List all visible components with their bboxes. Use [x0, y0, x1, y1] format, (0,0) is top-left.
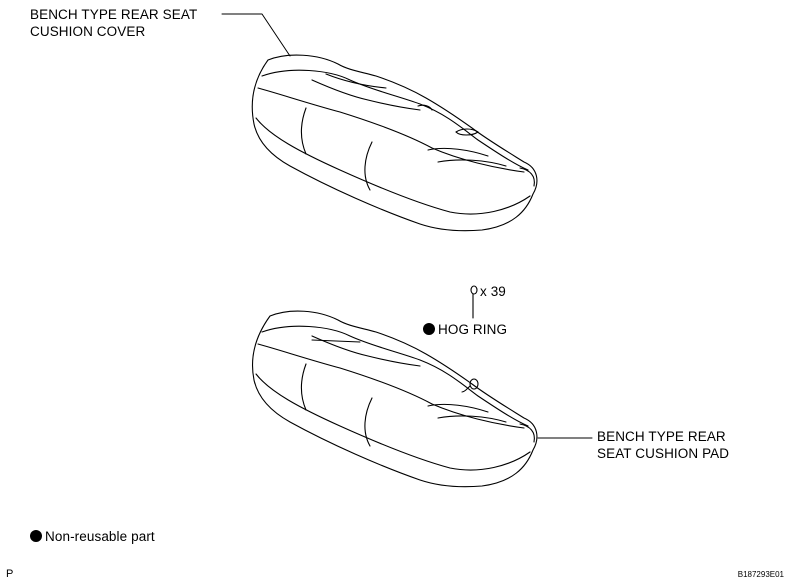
pad-label: BENCH TYPE REAR SEAT CUSHION PAD: [597, 428, 729, 462]
cover-label-line1: BENCH TYPE REAR SEAT: [30, 7, 198, 22]
non-reusable-marker-icon: [423, 323, 435, 335]
legend: Non-reusable part: [30, 528, 155, 545]
pad-label-line2: SEAT CUSHION PAD: [597, 446, 730, 461]
hog-ring-label: HOG RING: [423, 321, 507, 338]
cover-label-line2: CUSHION COVER: [30, 24, 146, 39]
pad-label-line1: BENCH TYPE REAR: [597, 429, 726, 444]
hog-ring-label-text: HOG RING: [438, 322, 508, 337]
cover-leader-line: [221, 13, 291, 57]
hog-ring-quantity: x 39: [480, 284, 506, 299]
filled-circle-icon: [30, 530, 42, 542]
seat-cushion-cover: [251, 54, 538, 232]
legend-text: Non-reusable part: [45, 529, 155, 544]
figure-code: B187293E01: [737, 570, 784, 579]
cover-label: BENCH TYPE REAR SEAT CUSHION COVER: [30, 6, 197, 40]
hog-ring-icon: [470, 285, 478, 319]
seat-cushion-pad: [252, 310, 538, 488]
footer-left-mark: P: [6, 568, 14, 580]
